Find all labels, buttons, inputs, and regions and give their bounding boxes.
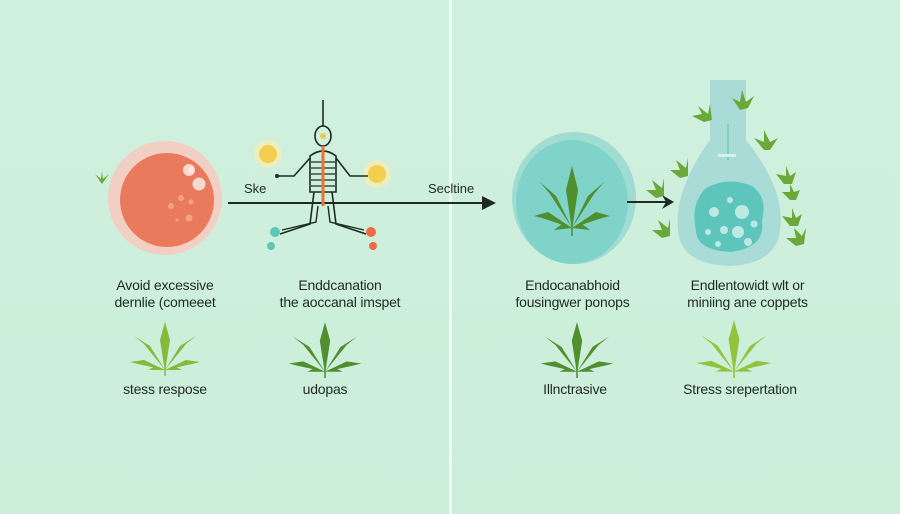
- cannabis-leaf-icon: [288, 320, 362, 378]
- short-arrow-line: [627, 201, 667, 203]
- step-1-caption: Avoid excessive dernlie (comeeet: [80, 277, 250, 311]
- step-2-caption: Enddcanation the aoccanal imspet: [250, 277, 430, 311]
- cell-orb-icon: [107, 140, 223, 256]
- cannabis-leaf-icon: [130, 320, 200, 376]
- flask-with-leaves-icon: [640, 80, 820, 280]
- step-1-caption-line1: Avoid excessive: [116, 277, 214, 293]
- bottom-label-udopas: udopas: [302, 381, 348, 397]
- bottom-label-illnctrasive: Illnctrasive: [543, 381, 607, 397]
- step-4-caption-line2: miniing ane coppets: [687, 294, 808, 310]
- small-leaf-icon: [92, 170, 112, 186]
- bottom-label-stress-srepertation: Stress srepertation: [683, 381, 797, 397]
- arrowhead-icon: [662, 195, 674, 209]
- cannabis-leaf-circle-icon: [510, 130, 640, 268]
- arrow-label-secltine: Secltine: [428, 181, 475, 196]
- step-2-caption-line1: Enddcanation: [298, 277, 382, 293]
- step-3-caption-line2: fousingwer ponops: [515, 294, 630, 310]
- arrowhead-icon: [482, 196, 496, 210]
- flow-arrow-line: [228, 202, 488, 204]
- step-4-caption: Endlentowidt wlt or miniing ane coppets: [660, 277, 835, 311]
- step-2-caption-line2: the aoccanal imspet: [279, 294, 401, 310]
- step-4-caption-line1: Endlentowidt wlt or: [690, 277, 805, 293]
- cannabis-leaf-icon: [696, 318, 772, 378]
- step-3-caption: Endocanabhoid fousingwer ponops: [490, 277, 655, 311]
- panel-divider: [449, 0, 452, 514]
- human-nervous-system-icon: [250, 96, 400, 256]
- step-3-caption-line1: Endocanabhoid: [525, 277, 620, 293]
- arrow-label-ske: Ske: [244, 181, 267, 196]
- cannabis-leaf-icon: [540, 320, 614, 378]
- bottom-label-stress-response: stess respose: [123, 381, 207, 397]
- step-1-caption-line2: dernlie (comeeet: [114, 294, 216, 310]
